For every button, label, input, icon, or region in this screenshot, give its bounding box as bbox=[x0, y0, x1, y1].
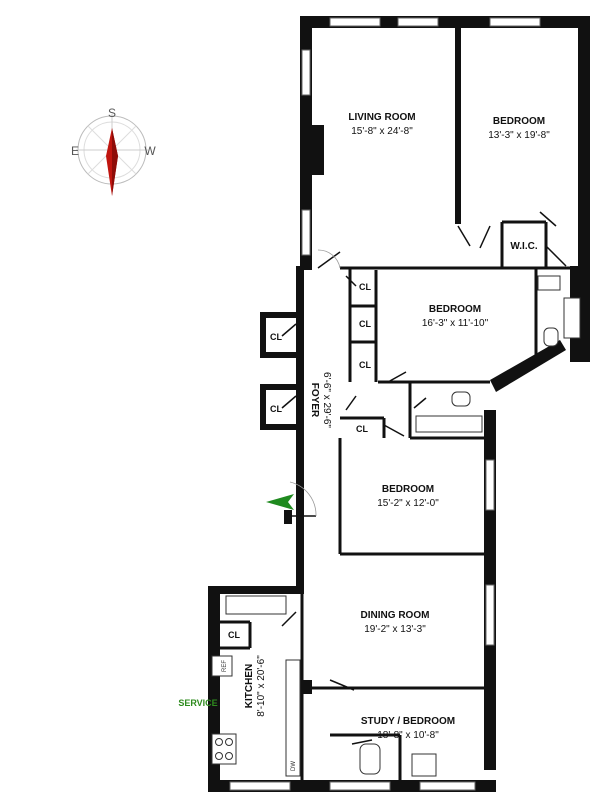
closet-label: CL bbox=[359, 282, 371, 292]
service-entrance-label: SERVICE bbox=[178, 698, 217, 708]
entry-arrow-icon bbox=[266, 494, 294, 510]
bedroom-1-dims: 13'-3" x 19'-8" bbox=[488, 130, 550, 141]
study-name: STUDY / BEDROOM bbox=[361, 716, 455, 727]
wic-label: W.I.C. bbox=[510, 241, 537, 252]
closet-label: CL bbox=[270, 404, 282, 414]
foyer-dims: 6'-6" x 29'-6" bbox=[321, 372, 332, 428]
bedroom-3-name: BEDROOM bbox=[382, 484, 434, 495]
dishwasher-label: DW bbox=[291, 761, 297, 771]
kitchen-dims: 8'-10" x 20'-6" bbox=[256, 655, 267, 717]
bedroom-2-name: BEDROOM bbox=[429, 304, 481, 315]
dining-room-name: DINING ROOM bbox=[361, 610, 430, 621]
bedroom-2-dims: 16'-3" x 11'-10" bbox=[422, 318, 489, 329]
refrigerator-label: REF bbox=[222, 660, 228, 672]
closet-label: CL bbox=[356, 424, 368, 434]
compass: S E W bbox=[71, 106, 156, 196]
compass-south-label: S bbox=[108, 106, 116, 120]
dining-room-dims: 19'-2" x 13'-3" bbox=[364, 624, 426, 635]
closet-label: CL bbox=[359, 319, 371, 329]
study-dims: 18'-8" x 10'-8" bbox=[377, 730, 439, 741]
fixtures bbox=[211, 275, 581, 777]
compass-east-label: E bbox=[71, 144, 79, 158]
interior-walls bbox=[220, 28, 578, 780]
closet-label: CL bbox=[270, 332, 282, 342]
compass-west-label: W bbox=[144, 144, 156, 158]
doors bbox=[281, 211, 567, 745]
room-labels: LIVING ROOM 15'-8" x 24'-8" BEDROOM 13'-… bbox=[178, 112, 550, 771]
living-room-name: LIVING ROOM bbox=[348, 112, 415, 123]
bedroom-3-dims: 15'-2" x 12'-0" bbox=[377, 498, 439, 509]
windows bbox=[229, 17, 541, 791]
closet-label: CL bbox=[359, 360, 371, 370]
bedroom-1-name: BEDROOM bbox=[493, 116, 545, 127]
foyer-name: FOYER bbox=[309, 383, 320, 418]
living-room-dims: 15'-8" x 24'-8" bbox=[351, 126, 413, 137]
closet-label: CL bbox=[228, 630, 240, 640]
kitchen-name: KITCHEN bbox=[244, 664, 255, 708]
